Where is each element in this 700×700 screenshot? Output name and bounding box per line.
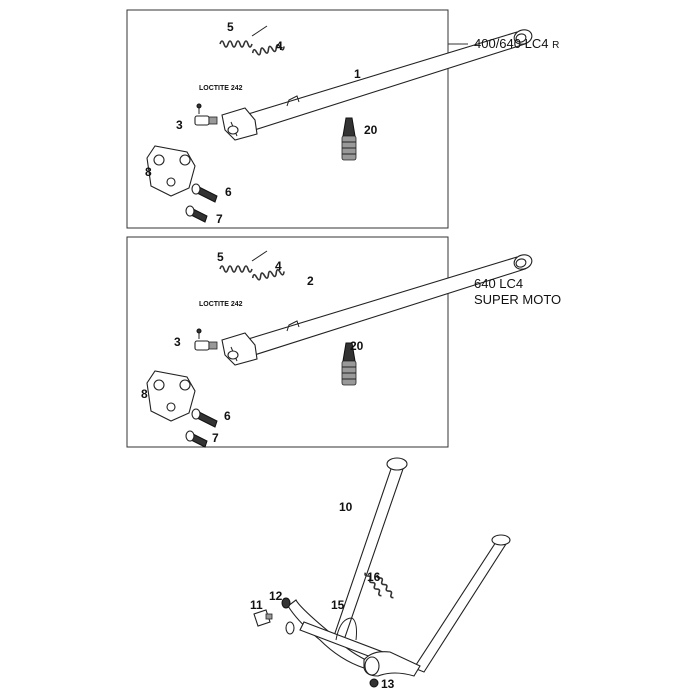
callout-bracket: 8 [145,165,152,179]
callout-screw: 3 [174,335,181,349]
callout-washer: 12 [269,589,283,603]
callout-nut: 13 [381,677,395,691]
callout-screw: 3 [176,118,183,132]
callout-bolt-a: 6 [225,185,232,199]
variant-label-text: 400/640 LC4 [474,36,549,51]
panel-lc4-super-moto: 2 5 4 3 8 6 7 20 LOCTITE 242 [126,236,535,448]
variant-label-text: 640 LC4 [474,276,524,291]
callout-spring-a: 5 [227,20,234,34]
callout-bracket: 15 [331,598,345,612]
panel-frame [126,9,449,229]
panel-lc4-r: 1 5 4 3 8 6 7 20 LOCTITE 242 [126,9,535,229]
loctite-note: LOCTITE 242 [199,301,243,308]
callout-bolt-b: 7 [216,212,223,226]
callout-tube: 20 [350,339,364,353]
callout-main: 1 [354,67,361,81]
callout-bolt-b: 7 [212,431,219,445]
callout-stand: 10 [339,500,353,514]
callout-spring-b: 4 [276,39,283,53]
callout-spring-a: 5 [217,250,224,264]
loctite-note: LOCTITE 242 [199,85,243,92]
callout-bump: 11 [250,598,263,612]
callout-main: 2 [307,274,314,288]
callout-bracket: 8 [141,387,148,401]
callout-bolt-a: 6 [224,409,231,423]
center-stand-assembly: 10 11 12 13 15 16 [250,457,511,691]
panel-frame [126,236,449,448]
variant-label-subtext: SUPER MOTO [474,292,562,307]
callout-spring-b: 4 [275,259,282,273]
callout-springs: 16 [367,570,381,584]
callout-tube: 20 [364,123,378,137]
variant-label-suffix: R [552,40,560,51]
variant-label-lc4-super-moto: 640 LC4 SUPER MOTO [474,276,561,308]
variant-label-lc4-r: 400/640 LC4 R [474,36,559,54]
